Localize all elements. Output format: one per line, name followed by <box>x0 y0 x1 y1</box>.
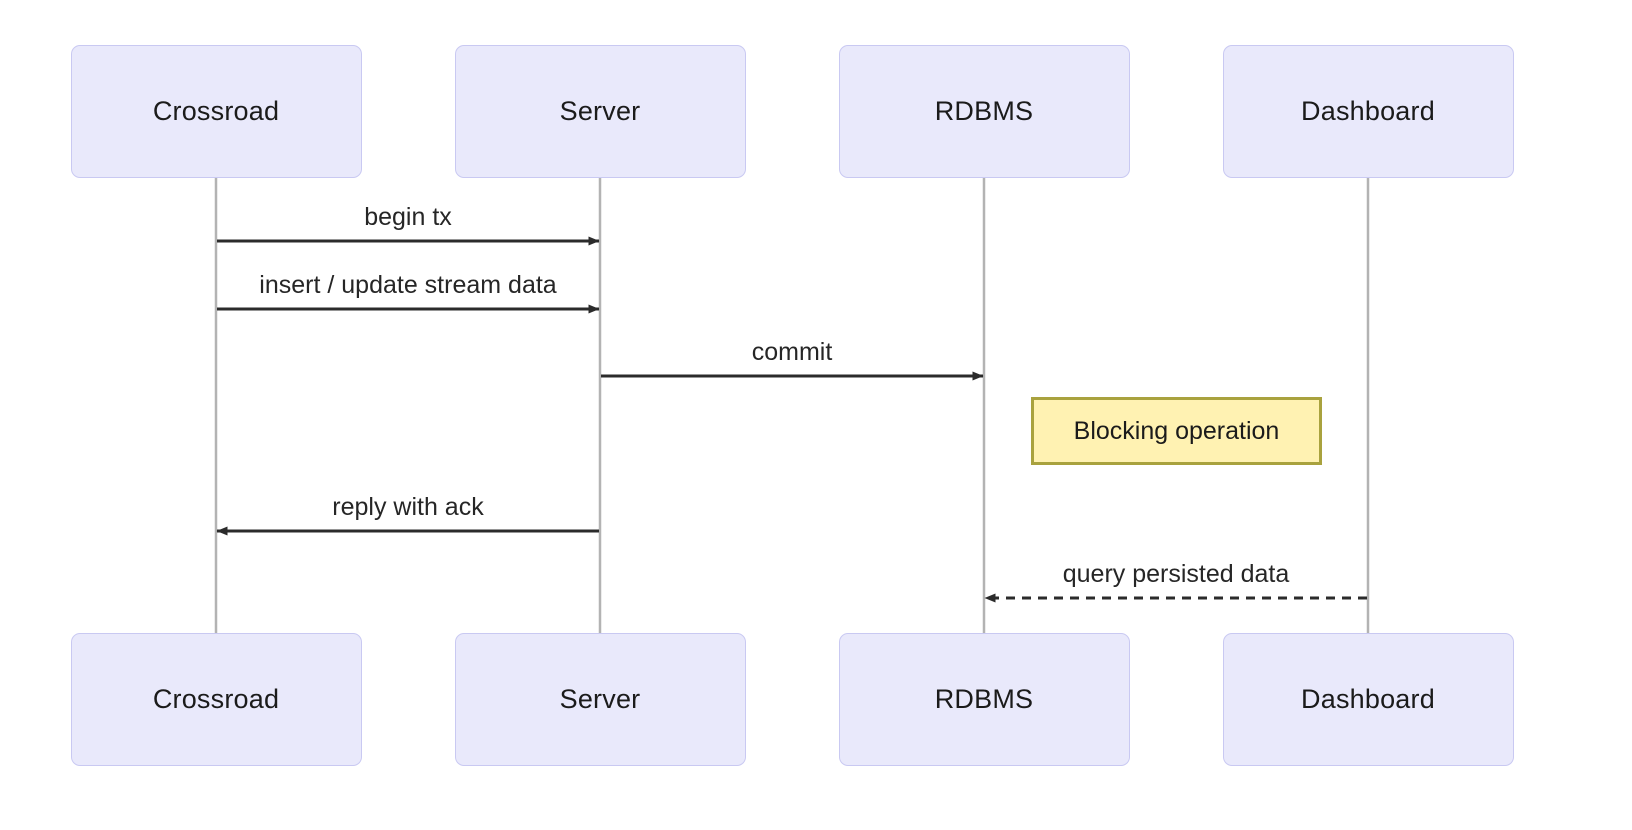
participant-label: Dashboard <box>1301 684 1435 714</box>
participant-bottom-crossroad[interactable]: Crossroad <box>70 633 362 766</box>
note-label: Blocking operation <box>1073 416 1280 445</box>
participant-label: Dashboard <box>1301 96 1435 126</box>
participant-label: RDBMS <box>934 96 1034 126</box>
message-label-insert-update-stream-data: insert / update stream data <box>259 271 557 299</box>
message-label-query-persisted-data: query persisted data <box>1062 560 1290 588</box>
participant-bottom-server[interactable]: Server <box>454 633 746 766</box>
participant-label: Server <box>559 96 641 126</box>
participant-label: Crossroad <box>152 96 280 126</box>
participant-top-dashboard[interactable]: Dashboard <box>1222 45 1514 178</box>
participant-label: Server <box>559 684 641 714</box>
note-blocking-operation[interactable]: Blocking operation <box>1031 397 1322 465</box>
message-label-commit: commit <box>751 338 833 366</box>
message-arrows-group <box>216 236 1367 603</box>
lifelines-group <box>214 178 1370 633</box>
message-label-reply-with-ack: reply with ack <box>332 493 484 521</box>
participant-top-server[interactable]: Server <box>454 45 746 178</box>
participant-top-crossroad[interactable]: Crossroad <box>70 45 362 178</box>
participant-label: Crossroad <box>152 684 280 714</box>
participant-bottom-rdbms[interactable]: RDBMS <box>838 633 1130 766</box>
participant-label: RDBMS <box>934 684 1034 714</box>
participant-bottom-dashboard[interactable]: Dashboard <box>1222 633 1514 766</box>
message-label-begin-tx: begin tx <box>364 203 452 231</box>
participant-top-rdbms[interactable]: RDBMS <box>838 45 1130 178</box>
